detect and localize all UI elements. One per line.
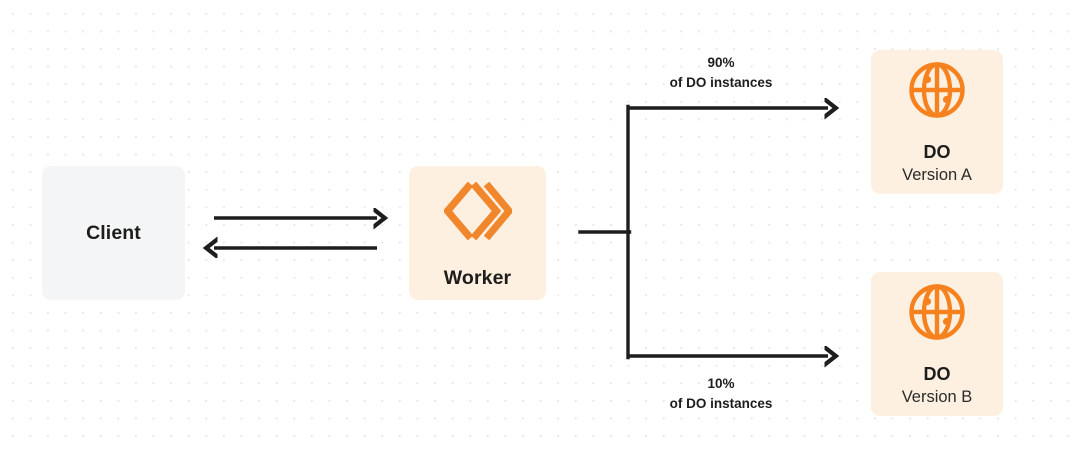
edge-label-top-percent: 90% <box>707 55 735 70</box>
edge-label-top: 90% of DO instances <box>627 53 815 92</box>
worker-label: Worker <box>443 267 512 289</box>
node-do-version-a: DO Version A <box>871 50 1003 194</box>
cloudflare-workers-icon <box>442 180 514 247</box>
edge-label-bottom-text: of DO instances <box>669 395 773 411</box>
client-label: Client <box>86 221 141 244</box>
do-b-version: Version B <box>901 388 973 407</box>
do-b-label: DO <box>923 363 951 384</box>
globe-icon <box>907 60 967 125</box>
edge-label-bottom-percent: 10% <box>707 376 735 391</box>
globe-icon <box>907 282 967 347</box>
do-a-version: Version A <box>902 166 972 185</box>
do-a-label: DO <box>923 141 951 162</box>
node-do-version-b: DO Version B <box>871 272 1003 416</box>
node-worker: Worker <box>409 166 546 300</box>
edge-label-top-text: of DO instances <box>669 74 773 90</box>
edge-label-bottom: 10% of DO instances <box>627 374 815 413</box>
node-client: Client <box>42 166 185 300</box>
